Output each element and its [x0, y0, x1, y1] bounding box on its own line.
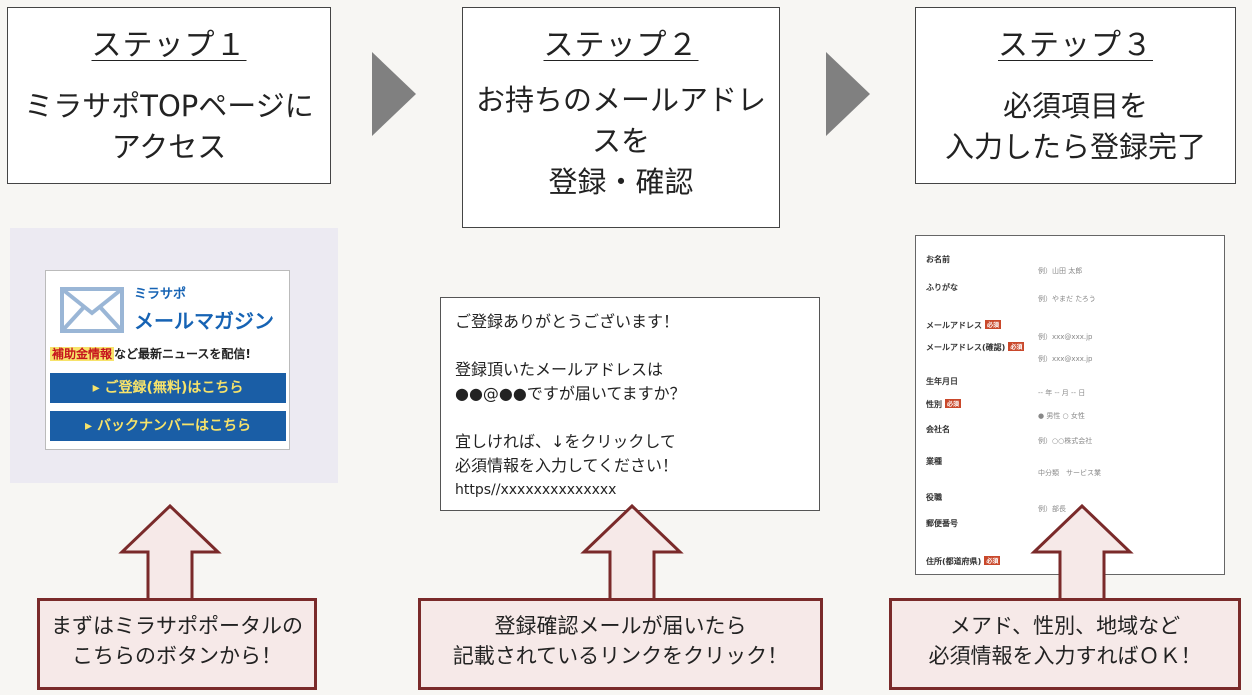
form-field-input[interactable]: 例）山田 太郎: [1038, 267, 1083, 275]
email-line: 必須情報を入力してください！: [455, 456, 679, 475]
up-arrow-3: [1030, 504, 1134, 604]
form-field-input[interactable]: 中分類 サービス業: [1038, 469, 1101, 477]
step1-title: ステップ１: [91, 28, 247, 63]
form-field-label: 業種: [926, 457, 942, 466]
step1-body: ミラサポTOPページに アクセス: [24, 89, 314, 164]
up-arrow-2: [580, 504, 684, 604]
step2-box: ステップ２ お持ちのメールアドレ スを 登録・確認: [462, 7, 780, 228]
step3-box: ステップ３ 必須項目を 入力したら登録完了: [915, 7, 1236, 184]
callout-step3: メアド、性別、地域など 必須情報を入力すればＯＫ！: [889, 598, 1241, 690]
form-field-label: ふりがな: [926, 283, 958, 292]
step3-title: ステップ３: [998, 28, 1153, 63]
right-arrow-2: [826, 52, 870, 136]
form-field-input[interactable]: 例）○○株式会社: [1038, 437, 1093, 445]
email-link[interactable]: https//xxxxxxxxxxxxxx: [455, 482, 617, 498]
register-free-button[interactable]: ▸ ご登録(無料)はこちら: [50, 373, 286, 403]
envelope-icon: [60, 287, 124, 333]
step1-box: ステップ１ ミラサポTOPページに アクセス: [7, 7, 331, 184]
backnumber-button[interactable]: ▸ バックナンバーはこちら: [50, 411, 286, 441]
form-field-input[interactable]: 例）やまだ たろう: [1038, 295, 1096, 303]
form-field-label: 郵便番号: [926, 519, 958, 528]
banner-subtitle: 補助金情報など最新ニュースを配信!: [50, 347, 251, 361]
right-arrow-1: [372, 52, 416, 136]
form-field-input[interactable]: 例）xxx@xxx.jp: [1038, 333, 1093, 341]
form-field-input[interactable]: 例）xxx@xxx.jp: [1038, 355, 1093, 363]
up-arrow-1: [118, 504, 222, 604]
confirmation-email: ご登録ありがとうございます！ 登録頂いたメールアドレスは ●●@●●ですが届いて…: [440, 297, 820, 511]
required-badge: 必須: [1008, 342, 1025, 351]
form-field-label: メールアドレス必須: [926, 320, 1002, 330]
email-line: ご登録ありがとうございます！: [455, 312, 680, 331]
form-field-label: お名前: [926, 255, 950, 264]
banner-brand: ミラサポ: [134, 287, 187, 302]
email-line: 宜しければ、↓をクリックして: [455, 432, 676, 451]
form-field-label: 住所(都道府県)必須: [926, 556, 1001, 566]
form-field-input[interactable]: -- 年 -- 月 -- 日: [1038, 389, 1086, 397]
form-field-label: 性別必須: [926, 399, 962, 409]
form-field-label: 会社名: [926, 425, 950, 434]
required-badge: 必須: [985, 320, 1002, 329]
banner-title: メールマガジン: [134, 309, 274, 333]
form-field-input[interactable]: 例）部長: [1038, 505, 1066, 513]
required-badge: 必須: [984, 556, 1001, 565]
callout-step1: まずはミラサポポータルの こちらのボタンから！: [37, 598, 317, 690]
mail-magazine-banner[interactable]: ミラサポ メールマガジン 補助金情報など最新ニュースを配信! ▸ ご登録(無料)…: [45, 270, 290, 450]
required-badge: 必須: [945, 399, 962, 408]
form-field-label: 役職: [926, 493, 942, 502]
email-line: 登録頂いたメールアドレスは: [455, 360, 664, 379]
form-field-label: 生年月日: [926, 377, 958, 386]
form-field-label: メールアドレス(確認)必須: [926, 342, 1025, 352]
step2-body: お持ちのメールアドレ スを 登録・確認: [475, 83, 766, 199]
email-line: ●●@●●ですが届いてますか？: [455, 384, 686, 403]
form-field-input[interactable]: ● 男性 ○ 女性: [1038, 412, 1085, 420]
step2-title: ステップ２: [543, 28, 699, 63]
callout-step2: 登録確認メールが届いたら 記載されているリンクをクリック！: [418, 598, 823, 690]
step3-body: 必須項目を 入力したら登録完了: [944, 89, 1206, 164]
banner-header: ミラサポ メールマガジン: [46, 271, 291, 343]
